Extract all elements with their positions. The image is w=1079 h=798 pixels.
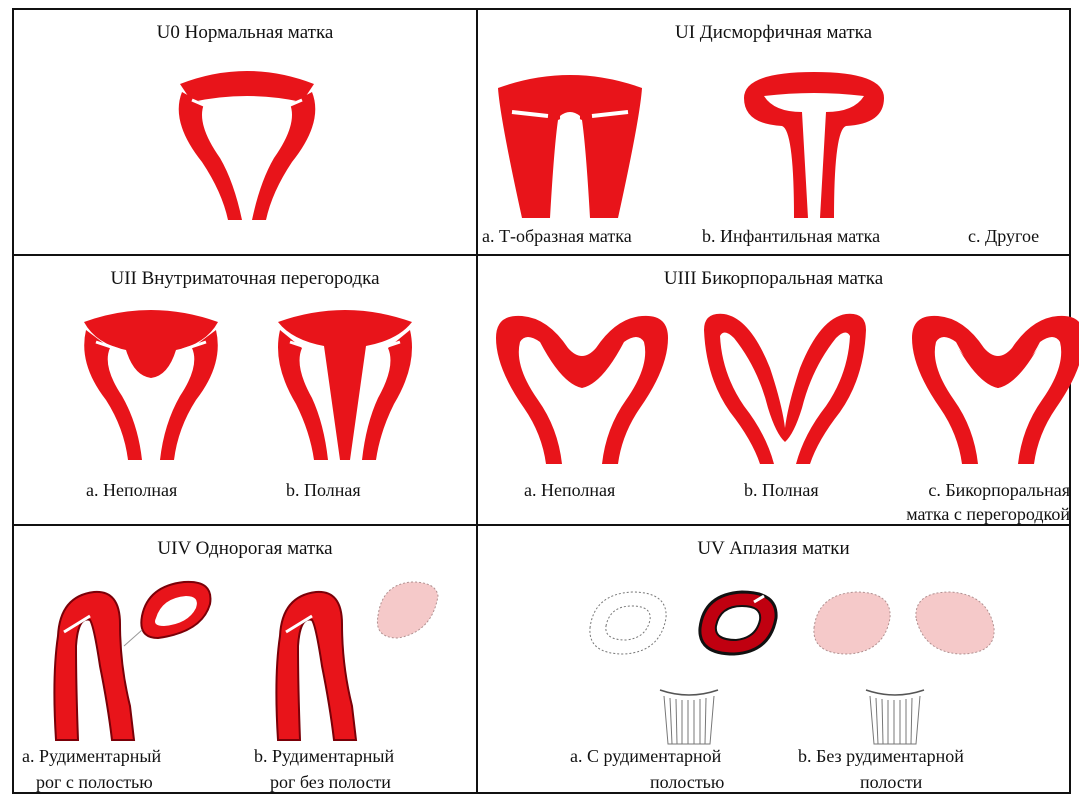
cell-u0: U0 Нормальная матка bbox=[14, 10, 476, 254]
u3-label-b: b. Полная bbox=[744, 478, 819, 502]
cell-u5: UV Аплазия матки bbox=[478, 526, 1069, 792]
classification-table: U0 Нормальная матка UI Дисморфичная матк… bbox=[12, 8, 1071, 794]
u2-label-a: a. Неполная bbox=[86, 478, 177, 502]
rudimentary-horn-with-cavity-figure bbox=[694, 588, 784, 658]
u5-label-a-line1: a. С рудиментарной bbox=[570, 744, 721, 768]
u1-label-c: c. Другое bbox=[968, 224, 1039, 248]
t-shaped-uterus-figure bbox=[490, 68, 650, 218]
u4-title: UIV Однорогая матка bbox=[14, 538, 476, 560]
u1-title: UI Дисморфичная матка bbox=[478, 22, 1069, 44]
u3-label-c-line1: c. Бикорпоральная bbox=[898, 478, 1070, 502]
cell-u1: UI Дисморфичная матка a. Т-образная матк… bbox=[478, 10, 1069, 254]
rudimentary-horn-solid-left-figure bbox=[808, 588, 898, 658]
u3-title: UIII Бикорпоральная матка bbox=[478, 268, 1069, 290]
complete-bicorporeal-uterus-figure bbox=[700, 308, 870, 468]
normal-uterus-figure bbox=[162, 62, 332, 232]
unicornuate-with-cavity-figure bbox=[38, 576, 228, 746]
u1-label-b: b. Инфантильная матка bbox=[702, 224, 880, 248]
u0-title: U0 Нормальная матка bbox=[14, 22, 476, 44]
partial-septate-uterus-figure bbox=[76, 304, 226, 464]
infantile-uterus-figure bbox=[734, 68, 894, 218]
u4-label-a-line1: a. Рудиментарный bbox=[22, 744, 161, 768]
u2-label-b: b. Полная bbox=[286, 478, 361, 502]
u2-title: UII Внутриматочная перегородка bbox=[14, 268, 476, 290]
u5-label-b-line1: b. Без рудиментарной bbox=[798, 744, 964, 768]
bicorporeal-septate-uterus-figure bbox=[908, 308, 1079, 468]
unicornuate-without-cavity-figure bbox=[260, 576, 450, 746]
cell-u2: UII Внутриматочная перегородка a. Неполн… bbox=[14, 256, 476, 524]
u4-label-b-line2: рог без полости bbox=[270, 770, 391, 794]
u3-label-c-line2: матка с перегородкой bbox=[870, 502, 1070, 526]
rudimentary-horn-solid-right-figure bbox=[910, 588, 1000, 658]
u5-label-a-line2: полостью bbox=[650, 770, 724, 794]
partial-bicorporeal-uterus-figure bbox=[492, 308, 672, 468]
u5-title: UV Аплазия матки bbox=[478, 538, 1069, 560]
u3-label-a: a. Неполная bbox=[524, 478, 615, 502]
cell-u4: UIV Однорогая матка a. Рудиментарный рог… bbox=[14, 526, 476, 792]
u5-label-b-line2: полости bbox=[860, 770, 922, 794]
u4-label-a-line2: рог с полостью bbox=[36, 770, 153, 794]
u1-label-a: a. Т-образная матка bbox=[482, 224, 632, 248]
cervix-remnant-a-figure bbox=[656, 686, 722, 748]
cell-u3: UIII Бикорпоральная матка a. Неполная b.… bbox=[478, 256, 1069, 524]
u4-label-b-line1: b. Рудиментарный bbox=[254, 744, 394, 768]
complete-septate-uterus-figure bbox=[270, 304, 420, 464]
cervix-remnant-b-figure bbox=[862, 686, 928, 748]
rudimentary-horn-outline-figure bbox=[584, 588, 674, 658]
